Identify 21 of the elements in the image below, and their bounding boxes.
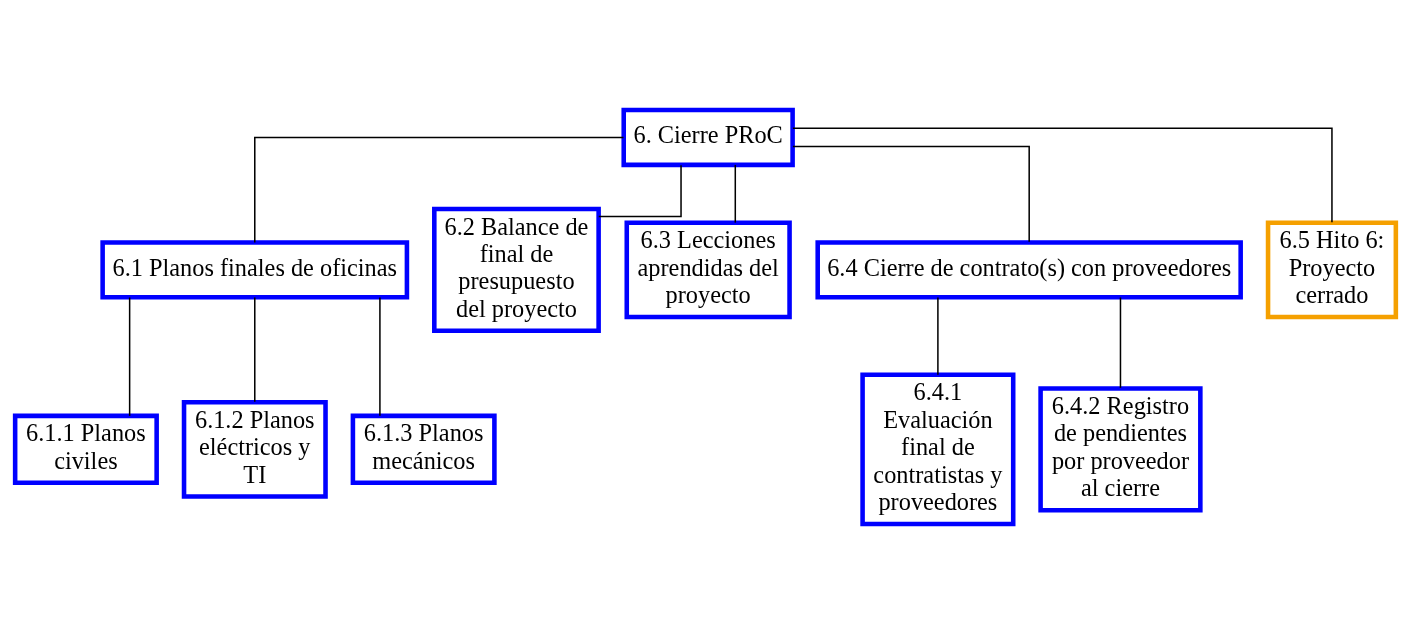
connector xyxy=(254,296,256,403)
node-box: 6.1.2 Planos eléctricos y TI xyxy=(181,399,328,499)
node-box: 6.1.1 Planos civiles xyxy=(12,413,159,486)
connector xyxy=(128,296,131,417)
connector xyxy=(792,145,1030,243)
connector xyxy=(598,164,682,218)
connector xyxy=(1119,296,1122,389)
node-box: 6. Cierre PRoC xyxy=(621,107,795,168)
node-box: 6.5 Hito 6: Proyecto cerrado xyxy=(1265,220,1399,320)
connector xyxy=(792,127,1333,224)
node-box: 6.3 Lecciones aprendidas del proyecto xyxy=(624,220,792,320)
node-box: 6.4 Cierre de contrato(s) con proveedores xyxy=(815,240,1243,300)
connector xyxy=(379,296,381,417)
node-box: 6.2 Balance de final de presupuesto del proyecto xyxy=(432,206,601,333)
connector xyxy=(254,136,625,244)
node-box: 6.1.3 Planos mecánicos xyxy=(350,413,497,486)
connector xyxy=(937,296,939,376)
connector xyxy=(734,164,737,224)
node-box: 6.4.1 Evaluación final de contratistas y proveedores xyxy=(860,372,1016,527)
node-box: 6.1 Planos finales de oficinas xyxy=(100,240,410,300)
node-box: 6.4.2 Registro de pendientes por proveedor al cierre xyxy=(1038,386,1203,513)
